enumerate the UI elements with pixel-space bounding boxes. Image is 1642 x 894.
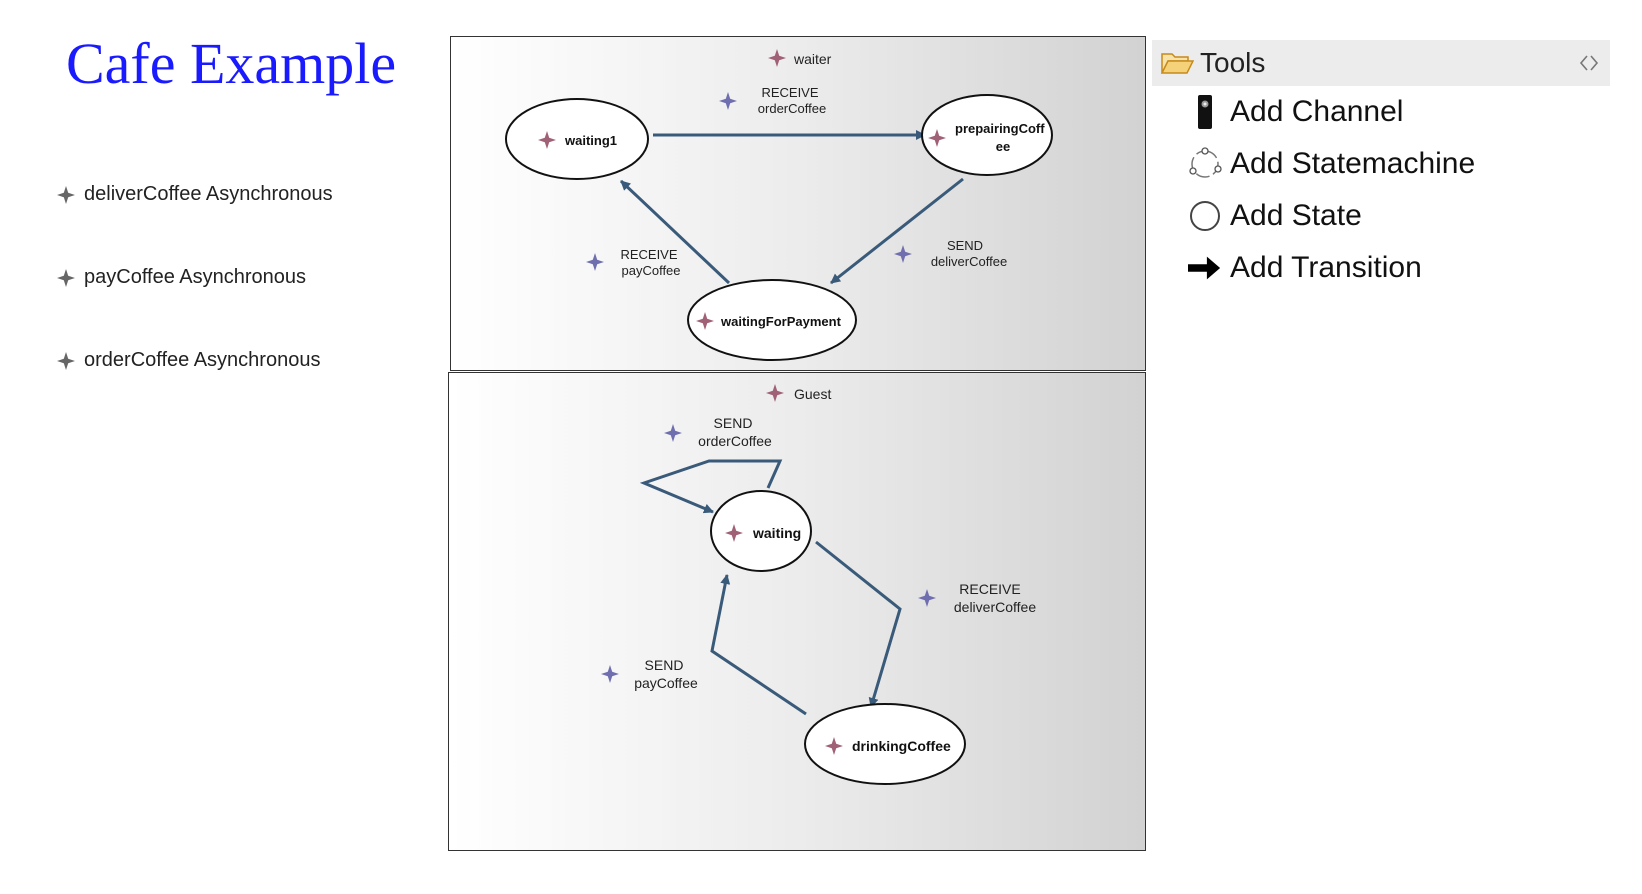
transition-arrow-deliver[interactable] xyxy=(830,177,964,285)
channel-item-deliver[interactable]: deliverCoffee Asynchronous xyxy=(56,183,333,206)
channel-label: payCoffee Asynchronous xyxy=(84,266,307,288)
transition-star-icon xyxy=(894,245,912,263)
state-star-icon xyxy=(725,524,743,542)
statemachine-name: Guest xyxy=(794,386,831,402)
tool-label: Add Transition xyxy=(1230,251,1422,284)
state-label: waitingForPayment xyxy=(720,314,842,329)
transition-star-icon xyxy=(586,253,604,271)
palette-header[interactable]: Tools xyxy=(1152,40,1610,86)
guest-diagram: Guest SEND orderCoffee RECEIVE deliverCo… xyxy=(601,384,1036,785)
tool-label: Add Statemachine xyxy=(1230,147,1476,180)
transition-label-receive-deliver[interactable]: RECEIVE deliverCoffee xyxy=(918,581,1036,615)
channel-star-icon xyxy=(57,351,75,370)
transition-kind: SEND xyxy=(714,415,753,431)
transition-star-icon xyxy=(918,589,936,607)
tool-add-transition[interactable]: Add Transition xyxy=(1152,242,1610,294)
transition-arrow-order[interactable] xyxy=(639,459,783,514)
channel-star-icon xyxy=(57,185,75,204)
state-star-icon xyxy=(928,129,946,147)
transition-kind: SEND xyxy=(947,238,983,253)
state-label-line1: prepairingCoff xyxy=(955,121,1045,136)
statemachine-name: waiter xyxy=(793,51,832,67)
channel-star-icon xyxy=(57,268,75,287)
transition-kind: RECEIVE xyxy=(959,581,1020,597)
transition-message: orderCoffee xyxy=(698,433,772,449)
transition-label-send-pay[interactable]: SEND payCoffee xyxy=(601,657,698,691)
waiter-diagram: waiter RECEIVE orderCoffee SEND deliverC… xyxy=(505,49,1053,361)
collapse-palette-icon[interactable] xyxy=(1578,53,1600,73)
statemachine-star-icon xyxy=(766,384,784,402)
tools-palette: Tools Add Channel Add Statemachine xyxy=(1152,40,1610,294)
tool-add-channel[interactable]: Add Channel xyxy=(1152,86,1610,138)
state-waiting1[interactable]: waiting1 xyxy=(505,98,649,180)
transition-star-icon xyxy=(664,424,682,442)
transition-message: deliverCoffee xyxy=(954,599,1036,615)
transition-arrow-deliver[interactable] xyxy=(815,540,902,708)
state-label: waiting xyxy=(752,525,801,541)
channel-label: deliverCoffee Asynchronous xyxy=(84,183,333,205)
state-label: waiting1 xyxy=(564,133,617,148)
transition-arrow-pay[interactable] xyxy=(619,179,731,285)
state-star-icon xyxy=(696,312,714,330)
transition-message: payCoffee xyxy=(621,263,680,278)
tool-label: Add State xyxy=(1230,199,1362,232)
state-star-icon xyxy=(538,131,556,149)
transition-label-send-deliver[interactable]: SEND deliverCoffee xyxy=(894,238,1007,269)
transition-kind: RECEIVE xyxy=(761,85,818,100)
transition-star-icon xyxy=(719,92,737,110)
guest-name-label: Guest xyxy=(766,384,831,402)
tool-add-statemachine[interactable]: Add Statemachine xyxy=(1152,138,1610,190)
statemachine-star-icon xyxy=(768,49,786,67)
transition-kind: RECEIVE xyxy=(620,247,677,262)
arrow-right-icon xyxy=(1188,256,1221,280)
state-waiting-for-payment[interactable]: waitingForPayment xyxy=(687,279,857,361)
state-prepairing-coffee[interactable]: prepairingCoff ee xyxy=(921,94,1053,176)
page-title: Cafe Example xyxy=(66,31,397,96)
tool-label: Add Channel xyxy=(1230,95,1404,128)
palette-header-label: Tools xyxy=(1200,47,1266,78)
state-circle-icon xyxy=(1190,201,1220,231)
folder-open-icon xyxy=(1160,53,1194,74)
channel-item-order[interactable]: orderCoffee Asynchronous xyxy=(56,349,320,372)
transition-arrow-pay[interactable] xyxy=(710,574,807,716)
transition-message: deliverCoffee xyxy=(931,254,1007,269)
waiter-name-label: waiter xyxy=(768,49,832,67)
statemachine-icon xyxy=(1189,147,1222,178)
state-label: drinkingCoffee xyxy=(852,738,951,754)
transition-star-icon xyxy=(601,665,619,683)
transition-label-receive-order[interactable]: RECEIVE orderCoffee xyxy=(719,85,826,116)
state-label-line2: ee xyxy=(996,139,1010,154)
state-drinking-coffee[interactable]: drinkingCoffee xyxy=(804,703,966,785)
transition-label-send-order[interactable]: SEND orderCoffee xyxy=(664,415,772,449)
transition-message: payCoffee xyxy=(634,675,698,691)
statemachine-guest[interactable]: Guest SEND orderCoffee RECEIVE deliverCo… xyxy=(448,372,1146,851)
transition-kind: SEND xyxy=(645,657,684,673)
transition-label-receive-pay[interactable]: RECEIVE payCoffee xyxy=(586,247,681,278)
channel-label: orderCoffee Asynchronous xyxy=(84,349,321,371)
channel-item-pay[interactable]: payCoffee Asynchronous xyxy=(56,266,306,289)
transition-message: orderCoffee xyxy=(758,101,826,116)
tool-add-state[interactable]: Add State xyxy=(1152,190,1610,242)
channel-icon xyxy=(1198,95,1212,129)
statemachine-waiter[interactable]: waiter RECEIVE orderCoffee SEND deliverC… xyxy=(450,36,1146,371)
state-waiting[interactable]: waiting xyxy=(710,490,812,572)
state-star-icon xyxy=(825,737,843,755)
